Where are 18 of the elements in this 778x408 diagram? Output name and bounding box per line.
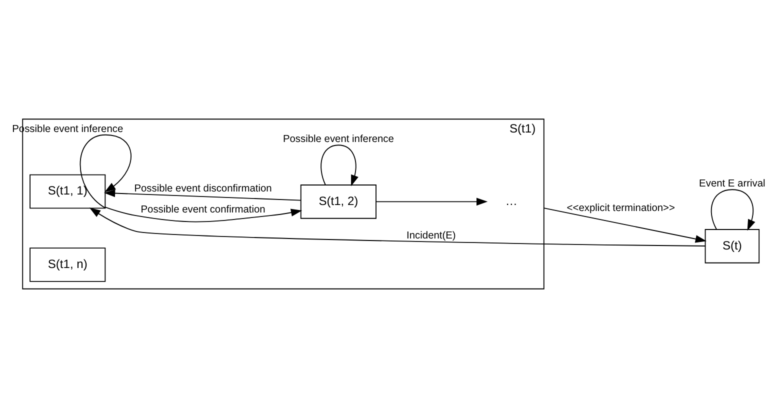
edge-label: <<explicit termination>> xyxy=(566,202,675,214)
node-box: S(t1, n) xyxy=(30,248,106,282)
arrow xyxy=(89,208,706,246)
edge-label: Incident(E) xyxy=(406,230,456,242)
node-box: S(t1, 1) xyxy=(30,174,106,209)
arrow xyxy=(320,144,358,186)
edge-label: Possible event inference xyxy=(282,134,394,146)
arrow xyxy=(104,189,302,201)
edge-label: Possible event confirmation xyxy=(140,204,266,216)
node-box: S(t) xyxy=(704,229,760,264)
edge-label: Possible event disconfirmation xyxy=(134,183,272,194)
edge-label: Event E arrival xyxy=(699,178,766,190)
node-text: … xyxy=(505,194,518,208)
node-box: S(t1, 2) xyxy=(300,184,376,219)
arrow xyxy=(104,206,302,222)
arrow xyxy=(543,208,707,243)
arrow xyxy=(710,189,756,231)
arrow xyxy=(376,198,488,206)
